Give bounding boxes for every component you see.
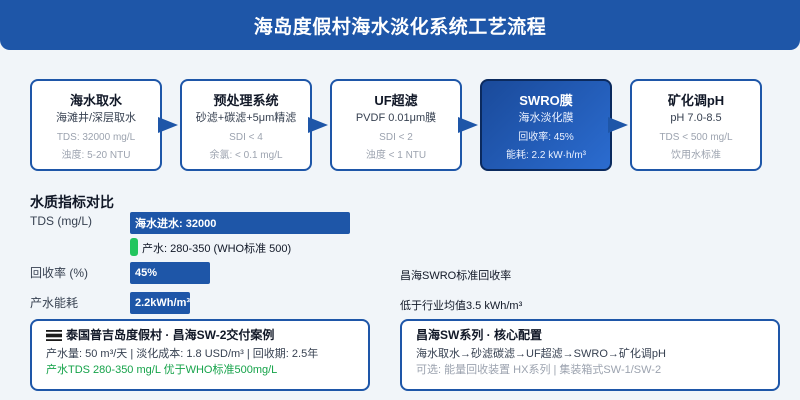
step-uf-ultrafiltration: UF超滤 PVDF 0.01μm膜 SDI < 2 浊度 < 1 NTU: [330, 79, 462, 171]
tds-product-bar: [130, 238, 138, 256]
recovery-note: 昌海SWRO标准回收率: [400, 270, 512, 282]
tds-feed-bar-label: 海水进水: 32000: [135, 218, 217, 230]
section-title-quality: 水质指标对比: [30, 194, 114, 210]
flow-arrow-icon: [158, 117, 178, 133]
core-config-card: 昌海SW系列 · 核心配置 海水取水→砂滤碳滤→UF超滤→SWRO→矿化调pH …: [400, 319, 780, 391]
step-title: 海水取水: [69, 93, 122, 108]
step-subtitle: 砂滤+碳滤+5μm精滤: [195, 112, 297, 124]
tds-feed-bar: 海水进水: 32000: [130, 212, 350, 234]
thailand-flag-icon: [46, 329, 62, 341]
case-study-metrics: 产水量: 50 m³/天 | 淡化成本: 1.8 USD/m³ | 回收期: 2…: [46, 348, 319, 360]
energy-note: 低于行业均值3.5 kWh/m³: [400, 300, 523, 312]
case-study-quality: 产水TDS 280-350 mg/L 优于WHO标准500mg/L: [46, 364, 278, 376]
step-title: 矿化调pH: [667, 93, 725, 108]
step-subtitle: 海水淡化膜: [518, 112, 574, 124]
core-config-title: 昌海SW系列 · 核心配置: [416, 328, 542, 342]
core-config-process: 海水取水→砂滤碳滤→UF超滤→SWRO→矿化调pH: [416, 348, 666, 360]
energy-label: 产水能耗: [30, 296, 79, 310]
step-seawater-intake: 海水取水 海滩井/深层取水 TDS: 32000 mg/L 浊度: 5-20 N…: [30, 79, 162, 171]
case-study-title-text: 泰国普吉岛度假村 · 昌海SW-2交付案例: [66, 328, 275, 342]
case-study-card: 泰国普吉岛度假村 · 昌海SW-2交付案例 产水量: 50 m³/天 | 淡化成…: [30, 319, 370, 391]
step-subtitle: PVDF 0.01μm膜: [355, 112, 437, 124]
step-swro-membrane: SWRO膜 海水淡化膜 回收率: 45% 能耗: 2.2 kW·h/m³: [480, 79, 612, 171]
flow-arrow-icon: [308, 117, 328, 133]
step-subtitle: 海滩井/深层取水: [55, 112, 137, 124]
page-title: 海岛度假村海水淡化系统工艺流程: [253, 16, 547, 38]
tds-product-label: 产水: 280-350 (WHO标准 500): [142, 243, 292, 255]
step-subtitle: pH 7.0-8.5: [670, 112, 722, 124]
recovery-label: 回收率 (%): [30, 266, 88, 280]
case-study-title: 泰国普吉岛度假村 · 昌海SW-2交付案例: [46, 327, 354, 343]
step-metric: TDS: 32000 mg/L: [56, 132, 136, 143]
recovery-bar: 45%: [130, 262, 210, 284]
step-metric: 能耗: 2.2 kW·h/m³: [505, 150, 586, 161]
step-metric: 回收率: 45%: [518, 132, 574, 143]
title-banner: 海岛度假村海水淡化系统工艺流程: [0, 0, 800, 50]
energy-bar-label: 2.2kWh/m³: [135, 297, 190, 309]
step-metric: TDS < 500 mg/L: [659, 132, 733, 143]
step-metric: SDI < 4: [229, 132, 263, 143]
step-metric: 余氯: < 0.1 mg/L: [209, 150, 283, 161]
step-metric: SDI < 2: [379, 132, 413, 143]
flow-arrow-icon: [458, 117, 478, 133]
step-mineralization-ph: 矿化调pH pH 7.0-8.5 TDS < 500 mg/L 饮用水标准: [630, 79, 762, 171]
tds-label: TDS (mg/L): [30, 214, 93, 228]
step-title: 预处理系统: [213, 93, 279, 108]
step-metric: 饮用水标准: [671, 150, 721, 161]
flow-arrow-icon: [608, 117, 628, 133]
step-pretreatment: 预处理系统 砂滤+碳滤+5μm精滤 SDI < 4 余氯: < 0.1 mg/L: [180, 79, 312, 171]
step-title: SWRO膜: [519, 93, 573, 108]
core-config-options: 可选: 能量回收装置 HX系列 | 集装箱式SW-1/SW-2: [416, 364, 662, 376]
step-title: UF超滤: [374, 93, 418, 108]
step-metric: 浊度 < 1 NTU: [365, 150, 427, 161]
recovery-bar-label: 45%: [135, 267, 158, 279]
energy-bar: 2.2kWh/m³: [130, 292, 190, 314]
step-metric: 浊度: 5-20 NTU: [61, 150, 131, 161]
